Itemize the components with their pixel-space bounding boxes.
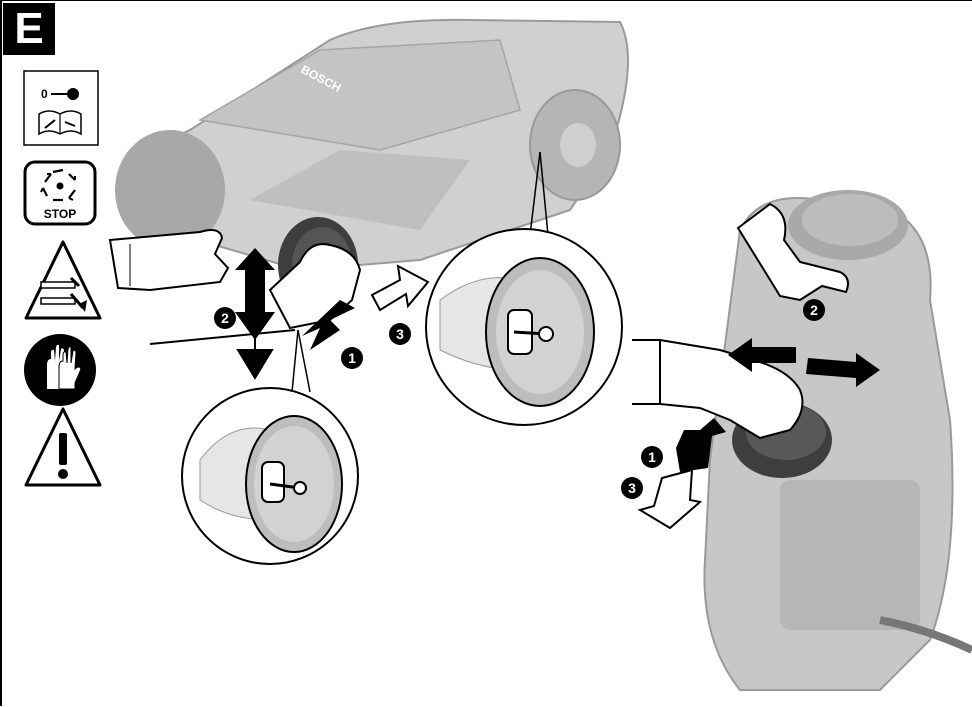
detail-circle-wheel-bottom: [182, 330, 358, 564]
step-badge-left-2: 2: [214, 307, 236, 329]
up-down-arrow: [235, 248, 275, 378]
outline-arrow-down: [640, 470, 700, 528]
svg-text:2: 2: [221, 310, 229, 326]
step-badge-left-3: 3: [389, 323, 411, 345]
step-badge-left-1: 1: [341, 347, 363, 369]
svg-text:3: 3: [396, 326, 404, 342]
step-badge-right-2: 2: [803, 299, 825, 321]
step-badge-right-1: 1: [641, 446, 663, 468]
svg-text:1: 1: [348, 350, 356, 366]
svg-text:1: 1: [648, 449, 656, 465]
svg-text:3: 3: [628, 480, 636, 496]
step-badge-right-3: 3: [621, 477, 643, 499]
svg-text:2: 2: [810, 302, 818, 318]
left-hand-glove: [110, 230, 228, 290]
outline-arrow-left: [372, 266, 428, 310]
